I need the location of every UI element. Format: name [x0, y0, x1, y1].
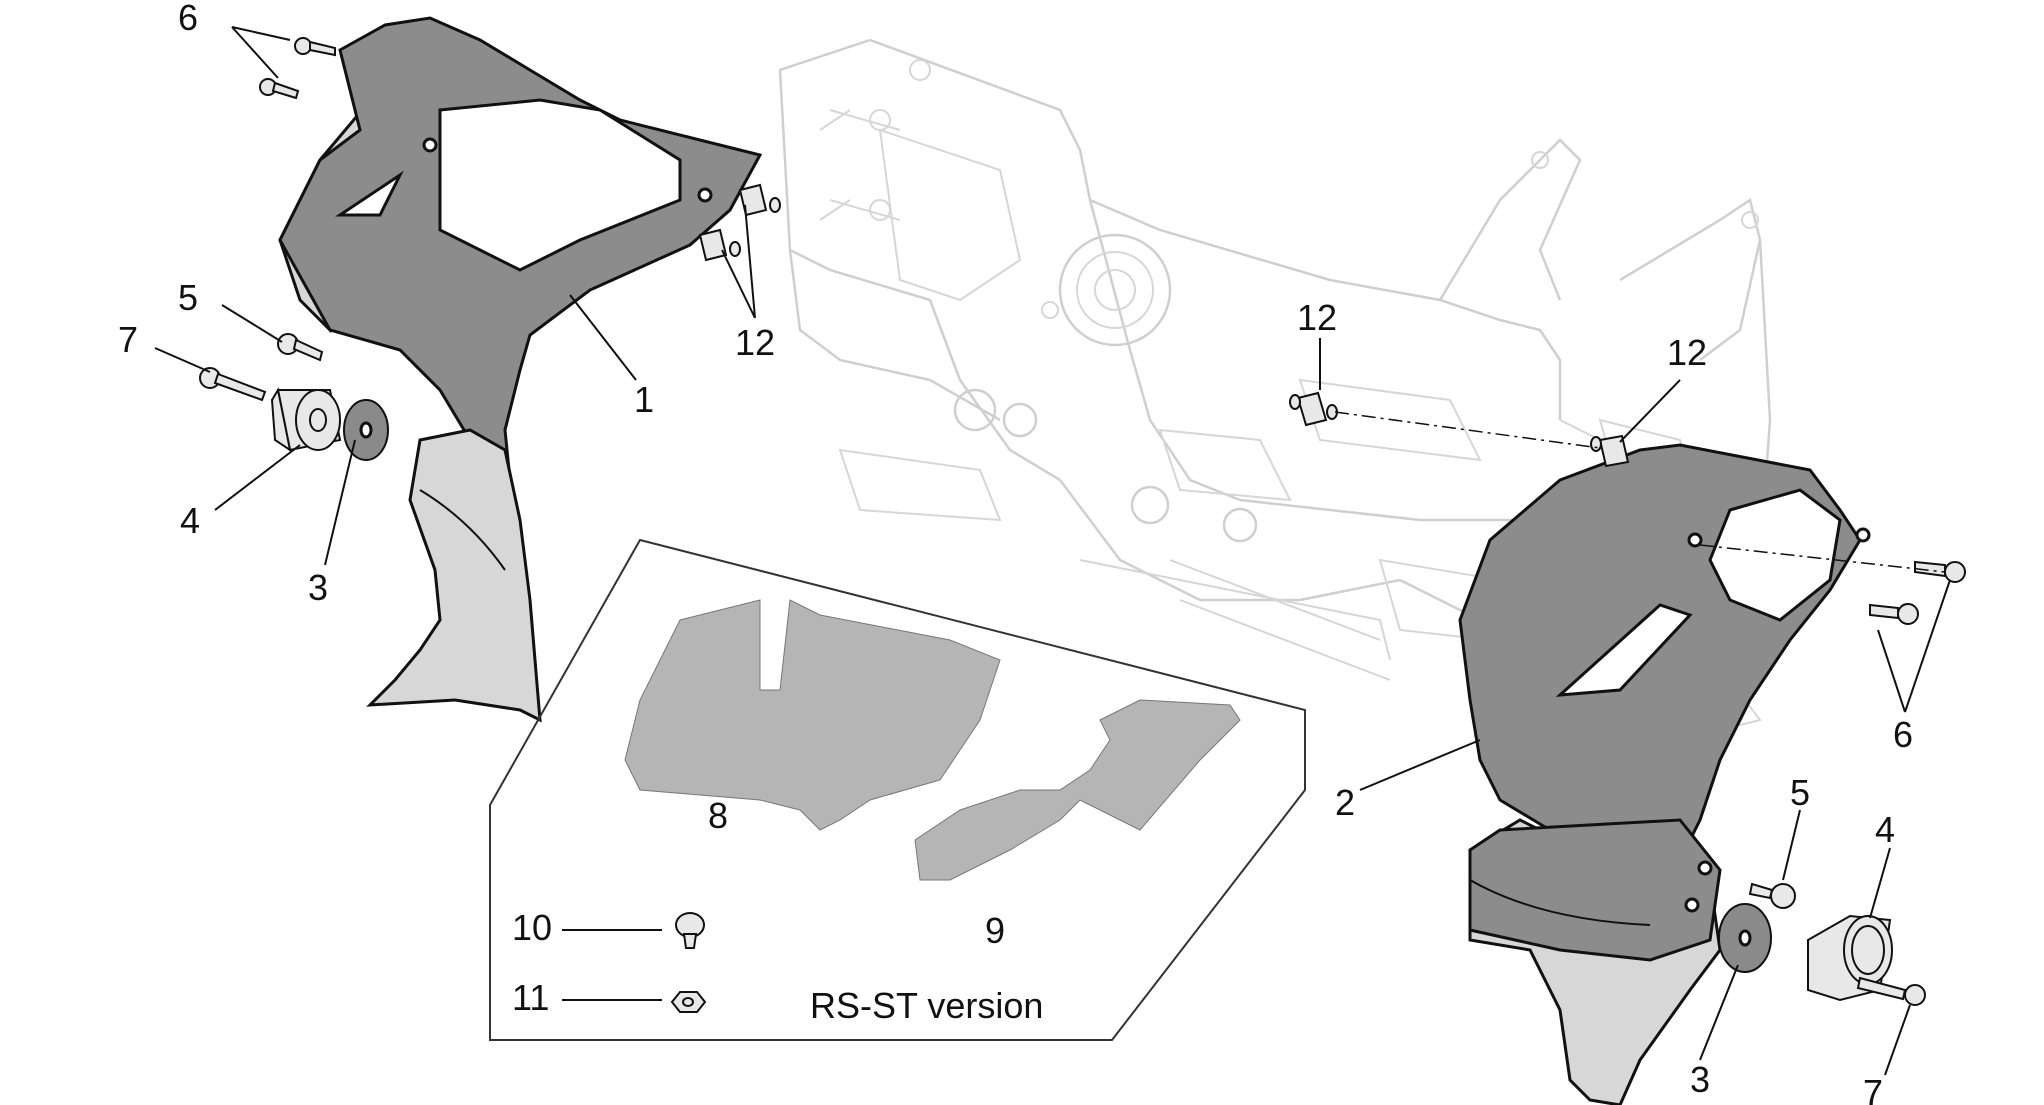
part-labels: 1 2 3 3 4 4 5 5 6 6 7 7 12 12 12 [118, 0, 1913, 1105]
label-9: 9 [985, 910, 1005, 951]
label-6-right: 6 [1893, 714, 1913, 755]
screw-5-left [277, 333, 324, 362]
stud-12-right [1590, 434, 1630, 468]
label-3-left: 3 [308, 567, 328, 608]
screw-6-lower-left [259, 78, 300, 100]
mesh-8 [624, 599, 1001, 831]
label-5-right: 5 [1790, 772, 1810, 813]
label-12-center: 12 [1297, 297, 1337, 338]
label-4-left: 4 [180, 500, 200, 541]
label-7-right: 7 [1863, 1072, 1883, 1105]
washer-3-right [1718, 903, 1772, 973]
screw-7-right [1856, 976, 1926, 1006]
label-1: 1 [634, 379, 654, 420]
screw-6-upper-left [294, 37, 336, 57]
left-hardware [199, 37, 781, 461]
stud-12-center [1289, 391, 1338, 427]
label-8: 8 [708, 795, 728, 836]
stud-12-left-upper [738, 183, 781, 217]
label-2: 2 [1335, 782, 1355, 823]
grommet-10 [675, 912, 705, 949]
nut-11 [670, 991, 707, 1013]
screw-5-right [1748, 882, 1796, 909]
label-11: 11 [512, 977, 549, 1018]
left-cowl-panel [278, 16, 763, 723]
label-3-right: 3 [1690, 1059, 1710, 1100]
label-12-left: 12 [735, 322, 775, 363]
spacer-4-right [1807, 914, 1893, 1002]
screw-6-right-lower [1869, 603, 1919, 625]
label-4-right: 4 [1875, 809, 1895, 850]
label-5-left: 5 [178, 277, 198, 318]
rs-st-version-inset: 8 9 10 11 RS-ST version [489, 538, 1306, 1041]
screw-7-left [199, 367, 267, 402]
spacer-4-left [270, 387, 342, 453]
right-cowl-panel [1458, 443, 1871, 1105]
leader-lines [154, 26, 1951, 1076]
washer-3-left [343, 399, 389, 461]
label-12-right: 12 [1667, 332, 1707, 373]
screw-6-right-upper [1914, 560, 1966, 583]
stud-12-left-lower [698, 228, 741, 262]
mesh-9 [914, 699, 1241, 881]
variant-caption: RS-ST version [810, 985, 1043, 1026]
alignment-lines [1334, 411, 1946, 573]
right-hardware [1289, 391, 1966, 1006]
label-7-left: 7 [118, 319, 138, 360]
label-6-left: 6 [178, 0, 198, 38]
label-10: 10 [512, 907, 552, 948]
